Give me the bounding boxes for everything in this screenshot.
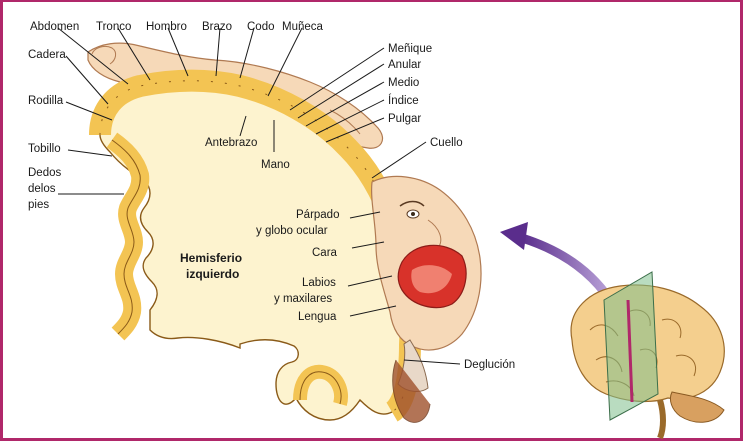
label-antebrazo: Antebrazo <box>205 137 257 149</box>
label-tobillo: Tobillo <box>28 143 61 155</box>
label-menique: Meñique <box>388 43 432 55</box>
label-anular: Anular <box>388 59 421 71</box>
label-tronco: Tronco <box>96 21 131 33</box>
label-pies: pies <box>28 199 49 211</box>
label-parpado: Párpado <box>296 209 339 221</box>
label-muneca: Muñeca <box>282 21 324 33</box>
label-mano: Mano <box>261 159 290 171</box>
label-cuello: Cuello <box>430 137 463 149</box>
label-cadera: Cadera <box>28 49 66 61</box>
label-indice: Índice <box>388 94 419 107</box>
label-globo-ocular: y globo ocular <box>256 225 328 237</box>
label-hombro: Hombro <box>146 21 187 33</box>
label-labios: Labios <box>302 277 336 289</box>
brain-illustration <box>571 272 724 438</box>
label-maxilares: y maxilares <box>274 293 332 305</box>
label-hemisferio: Hemisferio <box>180 251 242 265</box>
label-cara: Cara <box>312 247 338 259</box>
label-pulgar: Pulgar <box>388 113 421 125</box>
label-medio: Medio <box>388 77 419 89</box>
label-rodilla: Rodilla <box>28 95 64 107</box>
label-codo: Codo <box>247 21 275 33</box>
label-lengua: Lengua <box>298 311 337 323</box>
label-izquierdo: izquierdo <box>186 267 239 281</box>
label-dedos: Dedos <box>28 167 61 179</box>
label-abdomen: Abdomen <box>30 21 79 33</box>
label-delos: delos <box>28 183 56 195</box>
pointer-arrow <box>500 222 610 300</box>
label-brazo: Brazo <box>202 21 232 33</box>
label-deglucion: Deglución <box>464 359 515 371</box>
